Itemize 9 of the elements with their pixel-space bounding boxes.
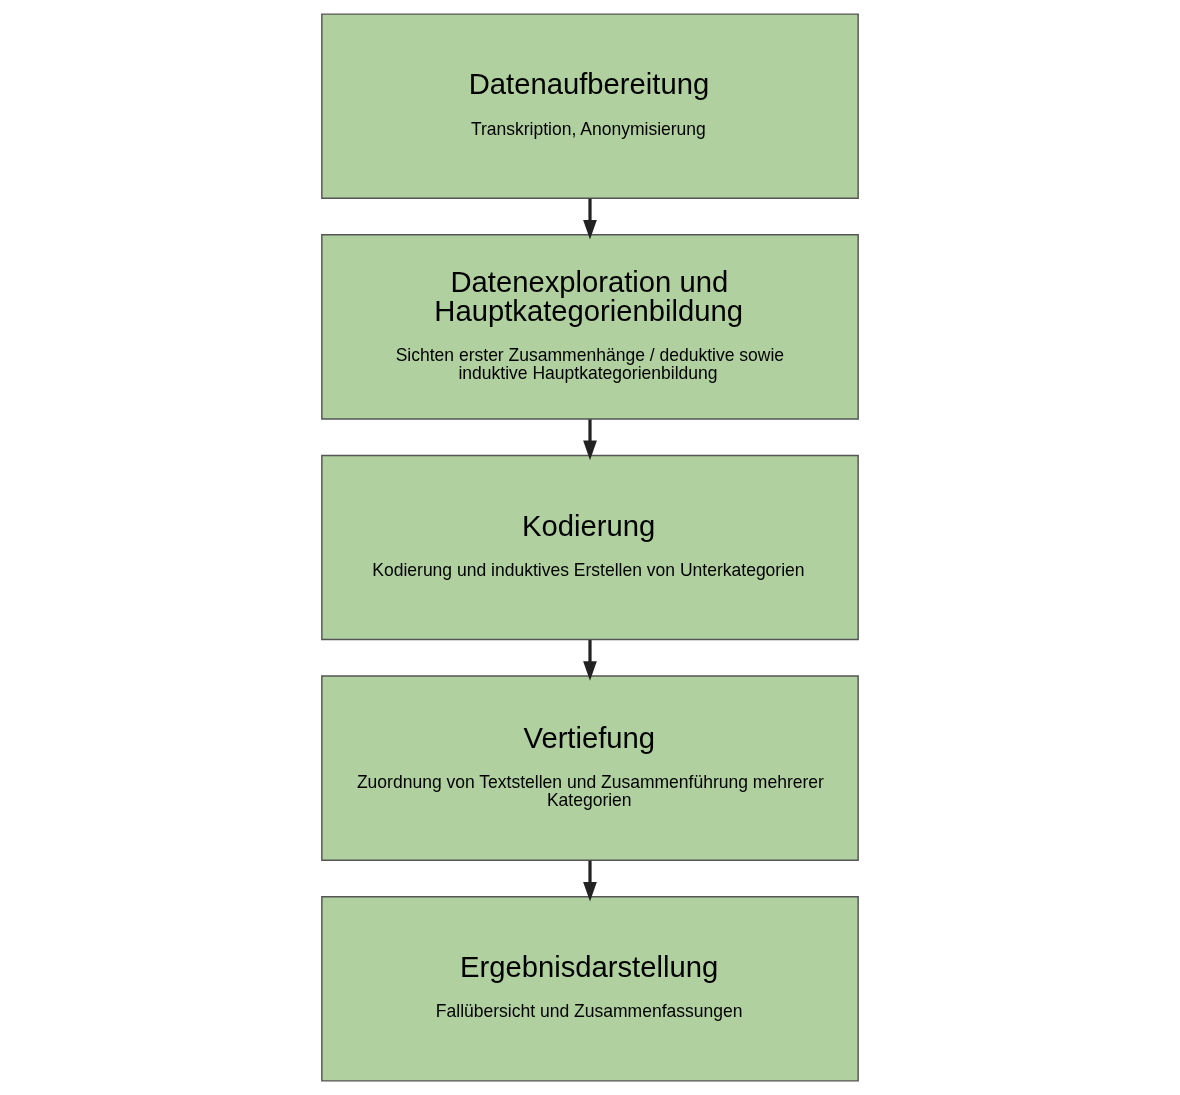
arrow — [583, 419, 597, 461]
arrow — [583, 640, 597, 681]
node-box: Kodierung Kodierung und induktives Erstellen von Unterkategorien — [321, 454, 859, 641]
node-box: Datenexploration und Hauptkategorienbildung Sichten erster Zusammenhänge / deduktive sowie induktive Hauptkategorienbildung — [321, 234, 859, 420]
node-box: Ergebnisdarstellung Fallübersicht und Zusammenfassungen — [321, 896, 859, 1082]
node-box: Datenaufbereitung Transkription, Anonymisierung — [321, 13, 859, 199]
arrow — [583, 198, 597, 240]
arrow — [583, 860, 597, 902]
node-box: Vertiefung Zuordnung von Textstellen und Zusammenführung mehrerer Kategorien — [321, 675, 859, 861]
